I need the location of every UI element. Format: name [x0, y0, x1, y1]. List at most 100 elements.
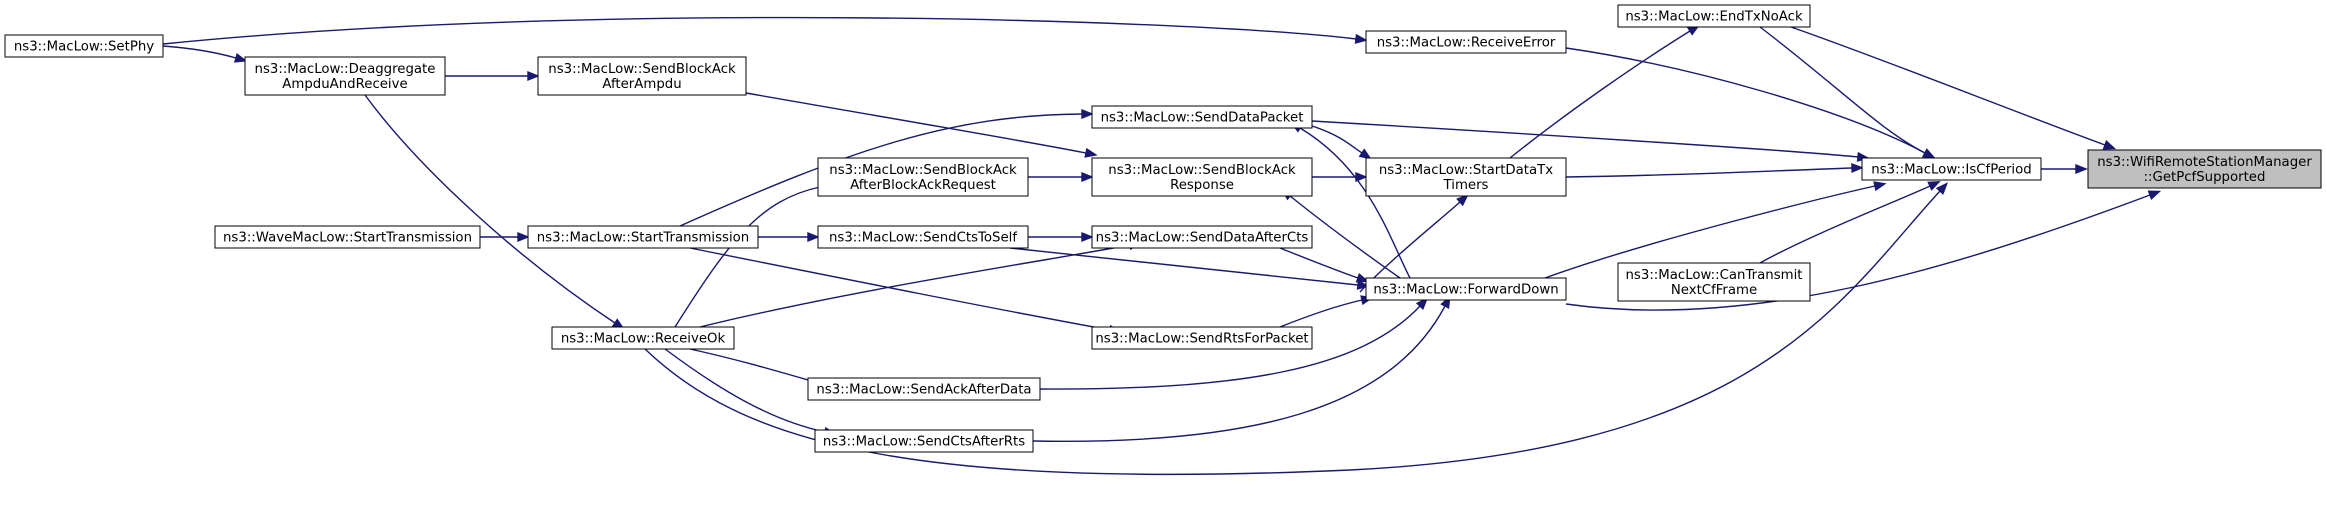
edge-recok-to-sbareq — [674, 182, 832, 328]
node-box — [1091, 157, 1313, 197]
node-stwave[interactable]: ns3::WaveMacLow::StartTransmission — [214, 225, 481, 249]
node-label: ns3::WaveMacLow::StartTransmission — [223, 231, 472, 246]
node-box — [1617, 262, 1811, 302]
edge-line — [664, 348, 826, 433]
node-recerr[interactable]: ns3::MacLow::ReceiveError — [1365, 30, 1567, 54]
node-box — [244, 56, 446, 96]
edge-deagg-to-sbaampdu — [445, 70, 540, 82]
edge-sdac-to-fwd — [1279, 247, 1370, 283]
node-box — [814, 429, 1034, 453]
nodes-layer: ns3::WifiRemoteStationManager::GetPcfSup… — [4, 4, 2322, 453]
node-box — [1365, 277, 1567, 301]
arrowhead-icon — [2147, 190, 2162, 200]
edge-sbaresp-to-startdata — [1312, 171, 1368, 183]
edge-senddata-to-iscf — [1311, 120, 1870, 162]
node-box — [551, 326, 735, 350]
arrowhead-icon — [1873, 181, 1887, 192]
node-box — [1091, 105, 1313, 129]
node-label: ns3::MacLow::SendCtsToSelf — [829, 231, 1017, 246]
node-sctsself[interactable]: ns3::MacLow::SendCtsToSelf — [817, 225, 1029, 249]
node-box — [817, 157, 1029, 197]
node-iscf[interactable]: ns3::MacLow::IsCfPeriod — [1861, 157, 2042, 181]
arrowhead-icon — [1358, 148, 1372, 160]
node-sdac[interactable]: ns3::MacLow::SendDataAfterCts — [1091, 225, 1313, 249]
node-label: ns3::MacLow::SendBlockAck — [1108, 163, 1296, 178]
node-setphy[interactable]: ns3::MacLow::SetPhy — [4, 34, 164, 58]
node-box — [527, 225, 759, 249]
node-endtx[interactable]: ns3::MacLow::EndTxNoAck — [1617, 4, 1811, 28]
edge-recok-to-iscf — [644, 182, 1949, 476]
node-recok[interactable]: ns3::MacLow::ReceiveOk — [551, 326, 735, 350]
node-box — [1861, 157, 2042, 181]
node-label: ns3::MacLow::CanTransmit — [1626, 268, 1803, 283]
node-label: NextCfFrame — [1671, 283, 1757, 298]
arrowhead-icon — [517, 231, 530, 243]
arrowhead-icon — [1084, 147, 1098, 158]
node-box — [537, 56, 747, 96]
arrowhead-icon — [1081, 231, 1094, 243]
arrowhead-icon — [2102, 140, 2117, 150]
edge-line — [1759, 26, 1926, 154]
edge-line — [162, 45, 237, 59]
edge-cantx-to-iscf — [1759, 180, 1941, 264]
edge-line — [162, 16, 1357, 45]
edge-endtx-to-root — [1790, 26, 2117, 150]
edge-srts-to-fwd — [1279, 295, 1374, 328]
node-box — [1091, 225, 1313, 249]
edge-line — [689, 348, 823, 385]
arrowhead-icon — [1081, 171, 1094, 183]
arrowhead-icon — [1081, 108, 1094, 120]
edge-line — [644, 190, 1941, 476]
edge-line — [1279, 247, 1359, 279]
node-sbareq[interactable]: ns3::MacLow::SendBlockAckAfterBlockAckRe… — [817, 157, 1029, 197]
edge-line — [364, 94, 616, 324]
node-srts[interactable]: ns3::MacLow::SendRtsForPacket — [1091, 326, 1313, 350]
edges-layer — [162, 16, 2162, 476]
edge-iscf-to-root — [2041, 163, 2088, 175]
edge-line — [1299, 127, 1411, 279]
edge-line — [1032, 305, 1446, 443]
node-scrts[interactable]: ns3::MacLow::SendCtsAfterRts — [814, 429, 1034, 453]
arrowhead-icon — [807, 231, 820, 243]
node-box — [4, 34, 164, 58]
node-label: ns3::MacLow::IsCfPeriod — [1871, 163, 2031, 178]
arrowhead-icon — [1927, 180, 1941, 191]
arrowhead-icon — [1456, 194, 1469, 207]
edge-sctsself-to-fwd — [1009, 247, 1370, 290]
node-label: ns3::MacLow::SendCtsAfterRts — [823, 435, 1025, 450]
arrowhead-icon — [1922, 148, 1936, 159]
node-label: ns3::MacLow::SendDataPacket — [1101, 111, 1304, 126]
node-label: ns3::MacLow::SendAckAfterData — [816, 383, 1031, 398]
edge-line — [1565, 167, 1853, 178]
arrowhead-icon — [1354, 33, 1368, 44]
node-box — [817, 225, 1029, 249]
node-stmac[interactable]: ns3::MacLow::StartTransmission — [527, 225, 759, 249]
edge-line — [1509, 30, 1691, 159]
edge-scrts-to-fwd — [1032, 295, 1451, 443]
edge-sack-to-fwd — [1039, 297, 1429, 390]
edge-line — [1009, 247, 1359, 286]
node-fwd[interactable]: ns3::MacLow::ForwardDown — [1365, 277, 1567, 301]
node-box — [1365, 157, 1567, 197]
node-root[interactable]: ns3::WifiRemoteStationManager::GetPcfSup… — [2087, 149, 2322, 189]
edge-stwave-to-stmac — [480, 231, 530, 243]
node-label: ::GetPcfSupported — [2144, 170, 2266, 185]
edge-line — [1544, 185, 1876, 279]
edge-line — [1039, 305, 1421, 390]
arrowhead-icon — [2075, 163, 2088, 175]
edge-line — [689, 247, 1111, 331]
node-senddata[interactable]: ns3::MacLow::SendDataPacket — [1091, 105, 1313, 129]
edge-line — [1279, 299, 1363, 328]
node-box — [2087, 149, 2322, 189]
node-sack[interactable]: ns3::MacLow::SendAckAfterData — [807, 377, 1041, 401]
node-label: ns3::MacLow::ForwardDown — [1373, 283, 1558, 298]
node-label: ns3::MacLow::ReceiveError — [1377, 36, 1556, 51]
node-label: ns3::MacLow::SendBlockAck — [548, 62, 736, 77]
edge-line — [1565, 194, 2151, 311]
